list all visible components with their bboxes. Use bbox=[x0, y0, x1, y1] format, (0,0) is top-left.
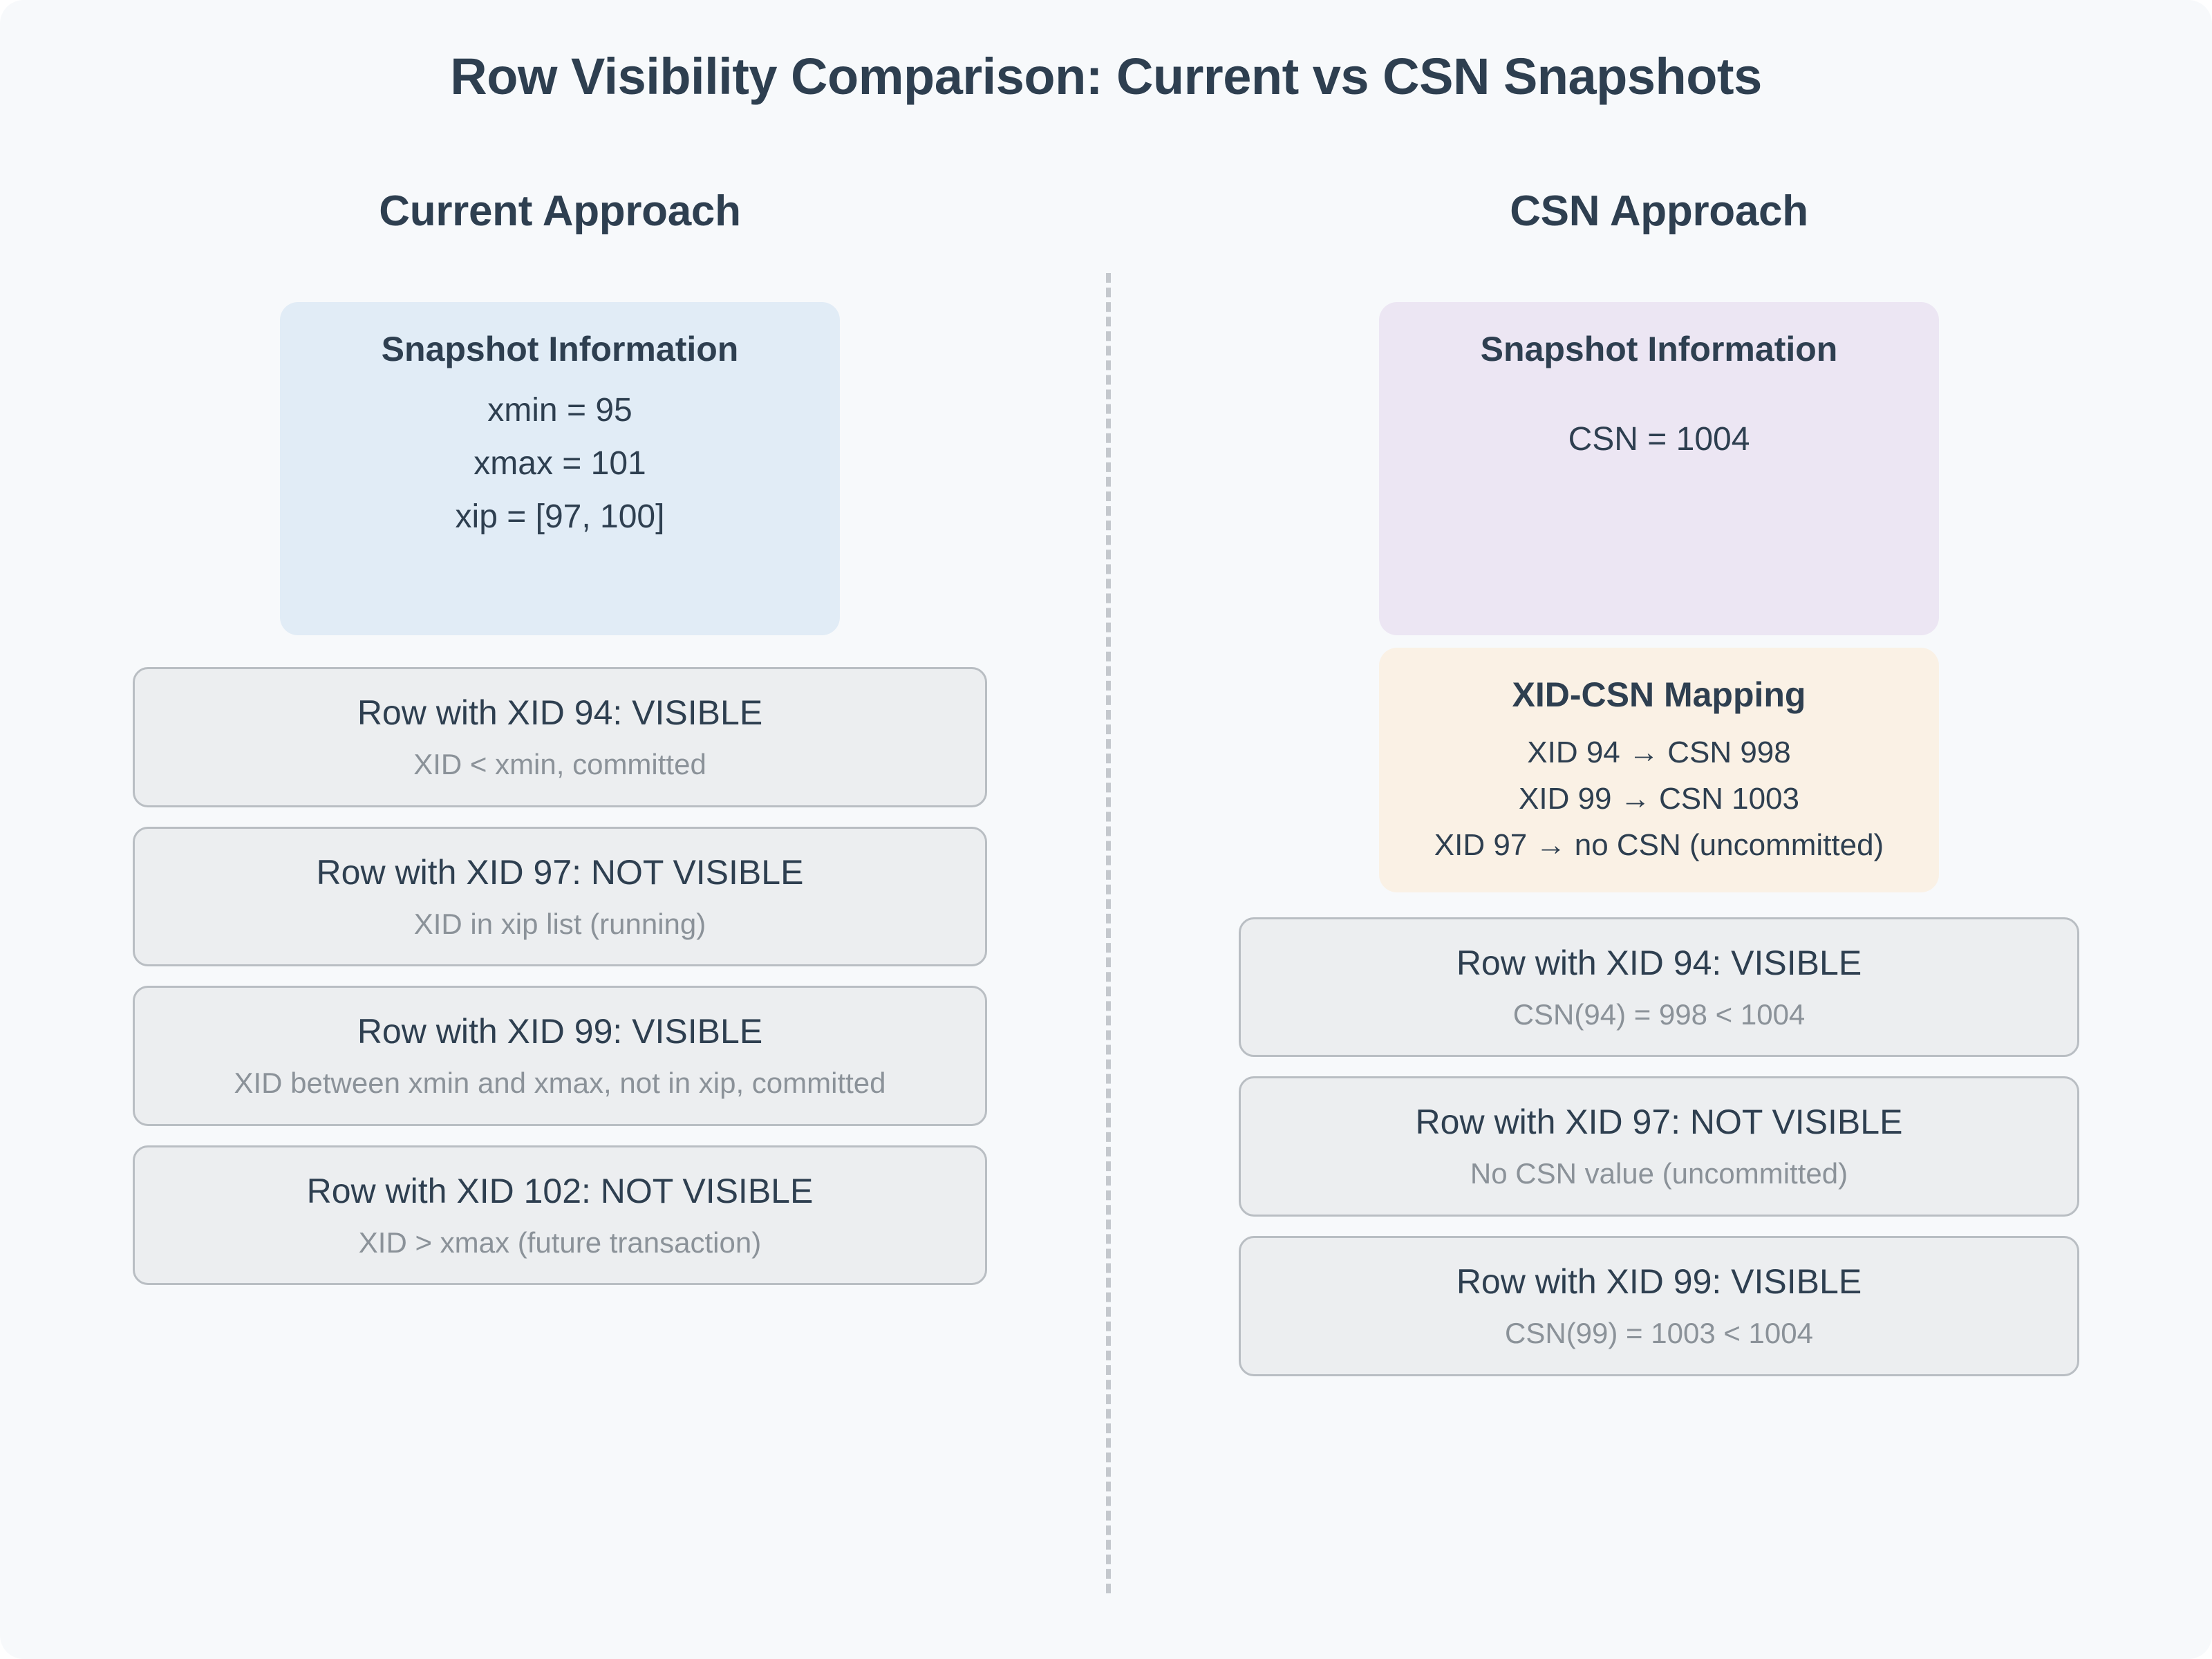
row-card-list-csn: Row with XID 94: VISIBLE CSN(94) = 998 <… bbox=[1203, 917, 2115, 1376]
table-row: Row with XID 99: VISIBLE XID between xmi… bbox=[133, 986, 987, 1126]
panel-title: Snapshot Information bbox=[381, 330, 739, 369]
row-card-title: Row with XID 94: VISIBLE bbox=[357, 693, 763, 733]
table-row: Row with XID 102: NOT VISIBLE XID > xmax… bbox=[133, 1145, 987, 1286]
row-card-title: Row with XID 99: VISIBLE bbox=[1456, 1262, 1862, 1302]
mapping-line-xid99: XID 99 → CSN 1003 bbox=[1519, 782, 1799, 816]
panel-line-xip: xip = [97, 100] bbox=[455, 498, 665, 536]
row-card-reason: XID between xmin and xmax, not in xip, c… bbox=[234, 1067, 886, 1100]
column-heading-current: Current Approach bbox=[379, 187, 741, 235]
xid-csn-mapping-panel: XID-CSN Mapping XID 94 → CSN 998 XID 99 … bbox=[1379, 648, 1939, 892]
panel-line-csn: CSN = 1004 bbox=[1568, 421, 1750, 458]
row-card-reason: XID in xip list (running) bbox=[413, 907, 706, 940]
row-card-title: Row with XID 102: NOT VISIBLE bbox=[306, 1171, 814, 1210]
row-card-reason: CSN(94) = 998 < 1004 bbox=[1512, 997, 1806, 1031]
panel-lines: XID 94 → CSN 998 XID 99 → CSN 1003 XID 9… bbox=[1407, 730, 1911, 869]
row-card-title: Row with XID 94: VISIBLE bbox=[1456, 943, 1862, 982]
table-row: Row with XID 94: VISIBLE CSN(94) = 998 <… bbox=[1239, 917, 2079, 1058]
row-card-title: Row with XID 97: NOT VISIBLE bbox=[1415, 1103, 1903, 1142]
panel-lines: CSN = 1004 bbox=[1407, 413, 1911, 467]
column-heading-csn: CSN Approach bbox=[1510, 187, 1808, 235]
table-row: Row with XID 94: VISIBLE XID < xmin, com… bbox=[133, 667, 987, 807]
panel-title: XID-CSN Mapping bbox=[1512, 675, 1806, 715]
row-card-list-current: Row with XID 94: VISIBLE XID < xmin, com… bbox=[104, 667, 1016, 1286]
column-current-approach: Current Approach Snapshot Information xm… bbox=[104, 187, 1016, 1304]
panel-title: Snapshot Information bbox=[1480, 330, 1838, 369]
mapping-line-xid97: XID 97 → no CSN (uncommitted) bbox=[1434, 828, 1884, 863]
row-card-title: Row with XID 99: VISIBLE bbox=[357, 1012, 763, 1051]
panel-line-xmax: xmax = 101 bbox=[474, 445, 646, 482]
snapshot-information-panel-csn: Snapshot Information CSN = 1004 bbox=[1379, 302, 1939, 636]
row-card-title: Row with XID 97: NOT VISIBLE bbox=[316, 852, 804, 892]
table-row: Row with XID 97: NOT VISIBLE No CSN valu… bbox=[1239, 1076, 2079, 1217]
table-row: Row with XID 97: NOT VISIBLE XID in xip … bbox=[133, 826, 987, 967]
panel-line-xmin: xmin = 95 bbox=[487, 392, 632, 429]
column-divider bbox=[1106, 273, 1111, 1593]
column-csn-approach: CSN Approach Snapshot Information CSN = … bbox=[1203, 187, 2115, 1396]
snapshot-information-panel-current: Snapshot Information xmin = 95 xmax = 10… bbox=[280, 302, 840, 636]
row-card-reason: CSN(99) = 1003 < 1004 bbox=[1505, 1317, 1813, 1350]
row-card-reason: XID < xmin, committed bbox=[413, 748, 706, 781]
mapping-line-xid94: XID 94 → CSN 998 bbox=[1527, 735, 1791, 770]
table-row: Row with XID 99: VISIBLE CSN(99) = 1003 … bbox=[1239, 1236, 2079, 1376]
row-card-reason: No CSN value (uncommitted) bbox=[1470, 1157, 1848, 1190]
page-title: Row Visibility Comparison: Current vs CS… bbox=[450, 48, 1762, 105]
row-card-reason: XID > xmax (future transaction) bbox=[358, 1226, 762, 1259]
panel-lines: xmin = 95 xmax = 101 xip = [97, 100] bbox=[308, 384, 812, 544]
